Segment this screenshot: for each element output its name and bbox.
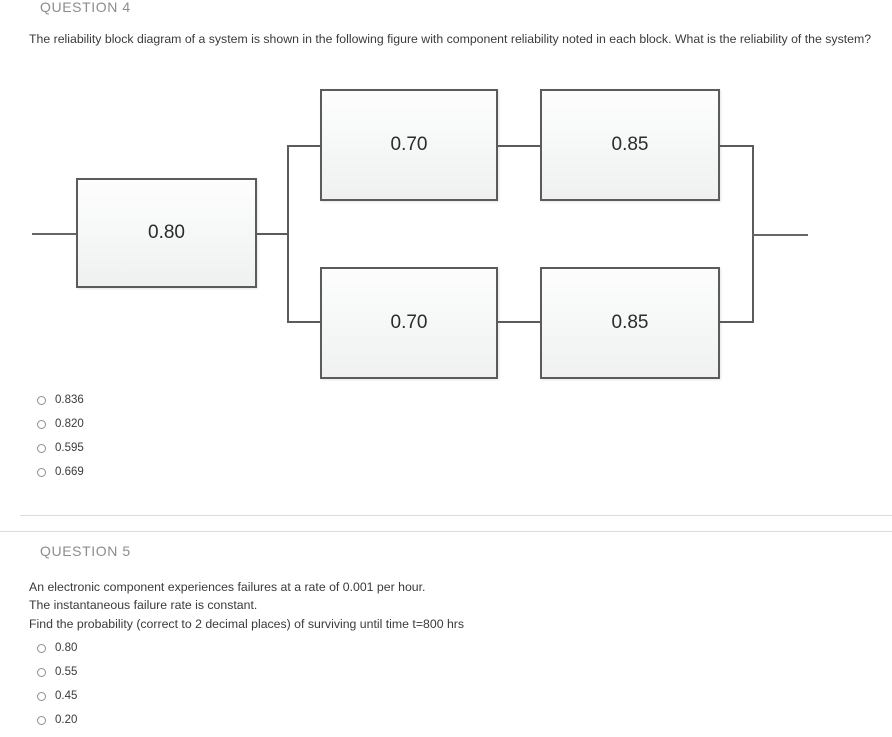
wire-bottom-stage2-to-stage3: [498, 321, 541, 323]
wire-input-left: [32, 233, 77, 235]
question-4-option-3[interactable]: 0.669: [32, 460, 84, 484]
radio-icon[interactable]: [37, 691, 46, 701]
block-parallel-top-stage-3: 0.85: [540, 89, 720, 201]
question-5-option-2-label: 0.45: [55, 690, 78, 702]
question-4-option-1[interactable]: 0.820: [32, 412, 84, 436]
block-stage-1: 0.80: [76, 178, 257, 288]
question-5-prompt-line-1: An electronic component experiences fail…: [29, 580, 426, 594]
question-4-options: 0.836 0.820 0.595 0.669: [32, 388, 84, 484]
block-parallel-bottom-stage-3-value: 0.85: [611, 312, 649, 333]
radio-icon[interactable]: [37, 443, 46, 453]
question-5-header: QUESTION 5: [40, 543, 131, 559]
question-4-option-0[interactable]: 0.836: [32, 388, 84, 412]
wire-split-to-bottom-stage2: [287, 321, 321, 323]
wire-split-bus-left: [287, 145, 289, 323]
block-parallel-bottom-stage-3: 0.85: [540, 267, 720, 379]
question-5-option-2[interactable]: 0.45: [32, 684, 77, 708]
question-5-option-0[interactable]: 0.80: [32, 636, 77, 660]
section-divider-upper: [20, 515, 892, 516]
question-4-option-2[interactable]: 0.595: [32, 436, 84, 460]
wire-bottom-stage3-to-merge: [720, 321, 754, 323]
question-5-option-3[interactable]: 0.20: [32, 708, 77, 732]
wire-split-to-top-stage2: [287, 145, 321, 147]
question-5-options: 0.80 0.55 0.45 0.20: [32, 636, 77, 732]
reliability-block-diagram: 0.80 0.70 0.70 0.85 0.85: [0, 60, 892, 390]
radio-icon[interactable]: [37, 395, 46, 405]
block-parallel-bottom-stage-2: 0.70: [320, 267, 498, 379]
question-4-header: QUESTION 4: [40, 0, 131, 15]
question-4-option-1-label: 0.820: [55, 418, 84, 430]
radio-icon[interactable]: [37, 467, 46, 477]
radio-icon[interactable]: [37, 715, 46, 725]
block-parallel-bottom-stage-2-value: 0.70: [390, 312, 428, 333]
block-stage-1-value: 0.80: [148, 222, 185, 243]
question-5-option-1-label: 0.55: [55, 666, 78, 678]
question-5-prompt-line-3: Find the probability (correct to 2 decim…: [29, 617, 465, 631]
block-parallel-top-stage-2-value: 0.70: [390, 134, 428, 155]
section-divider-lower: [0, 531, 892, 532]
question-4-prompt-line-1: The reliability block diagram of a syste…: [29, 32, 872, 46]
wire-stage1-to-split: [257, 233, 288, 235]
radio-icon[interactable]: [37, 419, 46, 429]
radio-icon[interactable]: [37, 643, 46, 653]
question-5-option-0-label: 0.80: [55, 642, 78, 654]
block-parallel-top-stage-2: 0.70: [320, 89, 498, 201]
block-parallel-top-stage-3-value: 0.85: [611, 134, 649, 155]
radio-icon[interactable]: [37, 667, 46, 677]
question-5-option-1[interactable]: 0.55: [32, 660, 77, 684]
wire-top-stage2-to-stage3: [498, 145, 541, 147]
wire-top-stage3-to-merge: [720, 145, 754, 147]
question-4-option-0-label: 0.836: [55, 394, 84, 406]
wire-output-right: [752, 234, 808, 236]
question-4-option-2-label: 0.595: [55, 442, 84, 454]
question-5-option-3-label: 0.20: [55, 714, 78, 726]
question-5-prompt-line-2: The instantaneous failure rate is consta…: [29, 598, 258, 612]
question-4-option-3-label: 0.669: [55, 466, 84, 478]
